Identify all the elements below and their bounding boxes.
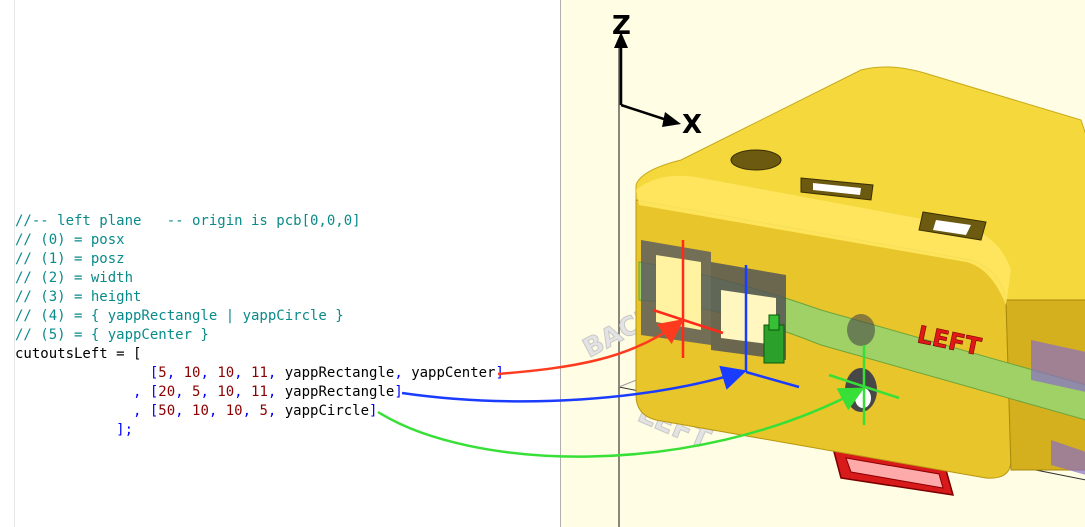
code-line: , [20, 5, 10, 11, yappRectangle] [15, 383, 504, 402]
code-token: 5 [158, 365, 167, 381]
code-token: 10 [217, 384, 235, 400]
code-token: yappRectangle [284, 365, 395, 381]
code-token: ]; [15, 422, 134, 438]
red-arrow [497, 318, 684, 376]
code-line: // (4) = { yappRectangle | yappCircle } [15, 307, 504, 326]
editor-gutter [14, 0, 15, 527]
code-token: // (3) = height [15, 289, 142, 305]
code-token: , [ [15, 384, 159, 400]
code-token: , [234, 384, 252, 400]
code-token: 11 [251, 365, 268, 381]
code-token: //-- left plane -- origin is pcb[0,0,0] [15, 213, 361, 229]
code-token: , [394, 365, 412, 381]
red-mount-part [831, 447, 955, 496]
code-token: , [166, 365, 184, 381]
code-token: 20 [158, 384, 176, 400]
code-token: , [175, 403, 193, 419]
code-token: ] [369, 403, 378, 419]
code-token: , [267, 365, 285, 381]
code-token: , [200, 384, 218, 400]
axis-z-label: Z [612, 11, 631, 41]
code-token: , [267, 403, 285, 419]
code-token: yappRectangle [284, 384, 395, 400]
code-line: [5, 10, 10, 11, yappRectangle, yappCente… [15, 364, 504, 383]
code-token: , [234, 365, 252, 381]
code-token: // (5) = { yappCenter } [15, 327, 209, 343]
code-token: 5 [259, 403, 268, 419]
code-token: ] [394, 384, 403, 400]
code-line: //-- left plane -- origin is pcb[0,0,0] [15, 212, 504, 231]
code-token: [ [15, 365, 159, 381]
code-token: , [200, 365, 218, 381]
green-origin-marker [828, 345, 900, 425]
code-token: yappCircle [284, 403, 370, 419]
code-token: // (4) = { yappRectangle | yappCircle } [15, 308, 344, 324]
code-token: cutoutsLeft = [ [15, 346, 142, 362]
code-token: , [267, 384, 285, 400]
code-token: // (0) = posx [15, 232, 125, 248]
yellow-case-model [635, 66, 1085, 479]
code-token: , [175, 384, 193, 400]
code-token: // (2) = width [15, 270, 134, 286]
code-token: , [242, 403, 260, 419]
code-line: // (0) = posx [15, 231, 504, 250]
gizmo-z-head [614, 32, 628, 48]
green-arrow [377, 387, 865, 458]
code-token: 50 [158, 403, 176, 419]
blue-arrow [401, 365, 747, 403]
axis-x-label: X [682, 110, 703, 140]
gizmo-x-head [662, 112, 681, 127]
code-token: 5 [192, 384, 201, 400]
code-token: 10 [192, 403, 209, 419]
code-token: , [208, 403, 226, 419]
code-token: , [ [15, 403, 159, 419]
code-token: // (1) = posz [15, 251, 125, 267]
blue-origin-marker [744, 265, 800, 389]
code-token: 10 [217, 365, 235, 381]
code-block[interactable]: //-- left plane -- origin is pcb[0,0,0] /… [15, 212, 504, 440]
code-line: // (5) = { yappCenter } [15, 326, 504, 345]
viewport-drawing: LEFT BACK [578, 32, 1085, 527]
code-token: 10 [183, 365, 201, 381]
code-token: 11 [251, 384, 268, 400]
code-token: 10 [225, 403, 243, 419]
code-line: cutoutsLeft = [ [15, 345, 504, 364]
code-line: // (3) = height [15, 288, 504, 307]
code-line: // (2) = width [15, 269, 504, 288]
code-token: yappCenter [411, 365, 496, 381]
code-line: ]; [15, 421, 504, 440]
3d-viewport[interactable]: LEFT BACK [560, 0, 1085, 527]
code-line: , [50, 10, 10, 5, yappCircle] [15, 402, 504, 421]
code-line: // (1) = posz [15, 250, 504, 269]
code-editor-panel[interactable]: //-- left plane -- origin is pcb[0,0,0] /… [0, 0, 560, 527]
